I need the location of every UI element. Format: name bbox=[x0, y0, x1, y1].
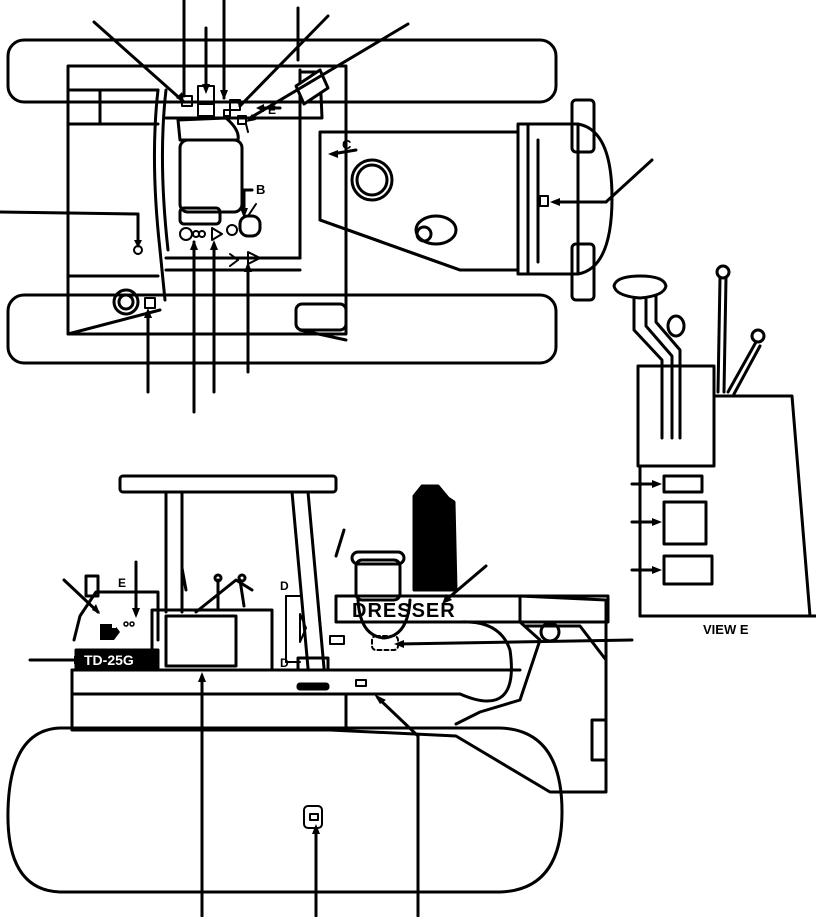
label-e-top: E bbox=[268, 103, 276, 117]
label-e-side: E bbox=[118, 576, 126, 590]
label-d-upper: D bbox=[280, 579, 289, 593]
view-e-caption: VIEW E bbox=[703, 622, 749, 637]
leader-line bbox=[444, 564, 488, 602]
side-canopy bbox=[118, 474, 338, 494]
side-cab-decal bbox=[164, 614, 238, 668]
leader-line bbox=[248, 22, 410, 120]
top-dash-block bbox=[298, 70, 324, 120]
leader-line bbox=[376, 696, 420, 738]
view-e-decal-3 bbox=[662, 554, 714, 586]
top-engine-hood bbox=[318, 130, 520, 272]
leader-line bbox=[396, 638, 634, 646]
leader-line bbox=[0, 210, 140, 216]
view-e-lever-housing bbox=[636, 364, 716, 468]
leader-line bbox=[62, 578, 100, 614]
side-main-body bbox=[70, 594, 608, 794]
view-e-decal-2 bbox=[662, 500, 708, 546]
side-front-console bbox=[72, 590, 160, 642]
view-e-decal-1 bbox=[662, 474, 704, 494]
side-air-cleaner bbox=[412, 484, 458, 592]
top-view: B C E bbox=[0, 0, 654, 414]
side-view: DRESSER TD-25G bbox=[6, 474, 634, 917]
leader-line bbox=[92, 20, 186, 104]
top-left-track bbox=[6, 38, 558, 104]
top-right-track bbox=[6, 293, 558, 365]
model-label: TD-25G bbox=[84, 652, 134, 668]
top-seat bbox=[178, 138, 244, 214]
brand-name: DRESSER bbox=[352, 600, 456, 622]
leader-line bbox=[238, 14, 330, 108]
view-e: VIEW E bbox=[612, 264, 816, 637]
label-c: C bbox=[342, 137, 352, 152]
label-b: B bbox=[256, 182, 265, 197]
side-track bbox=[6, 726, 564, 894]
dresser-logo bbox=[100, 621, 135, 640]
leader-line bbox=[604, 158, 654, 204]
top-radiator bbox=[516, 122, 530, 276]
label-d-lower: D bbox=[280, 656, 289, 670]
